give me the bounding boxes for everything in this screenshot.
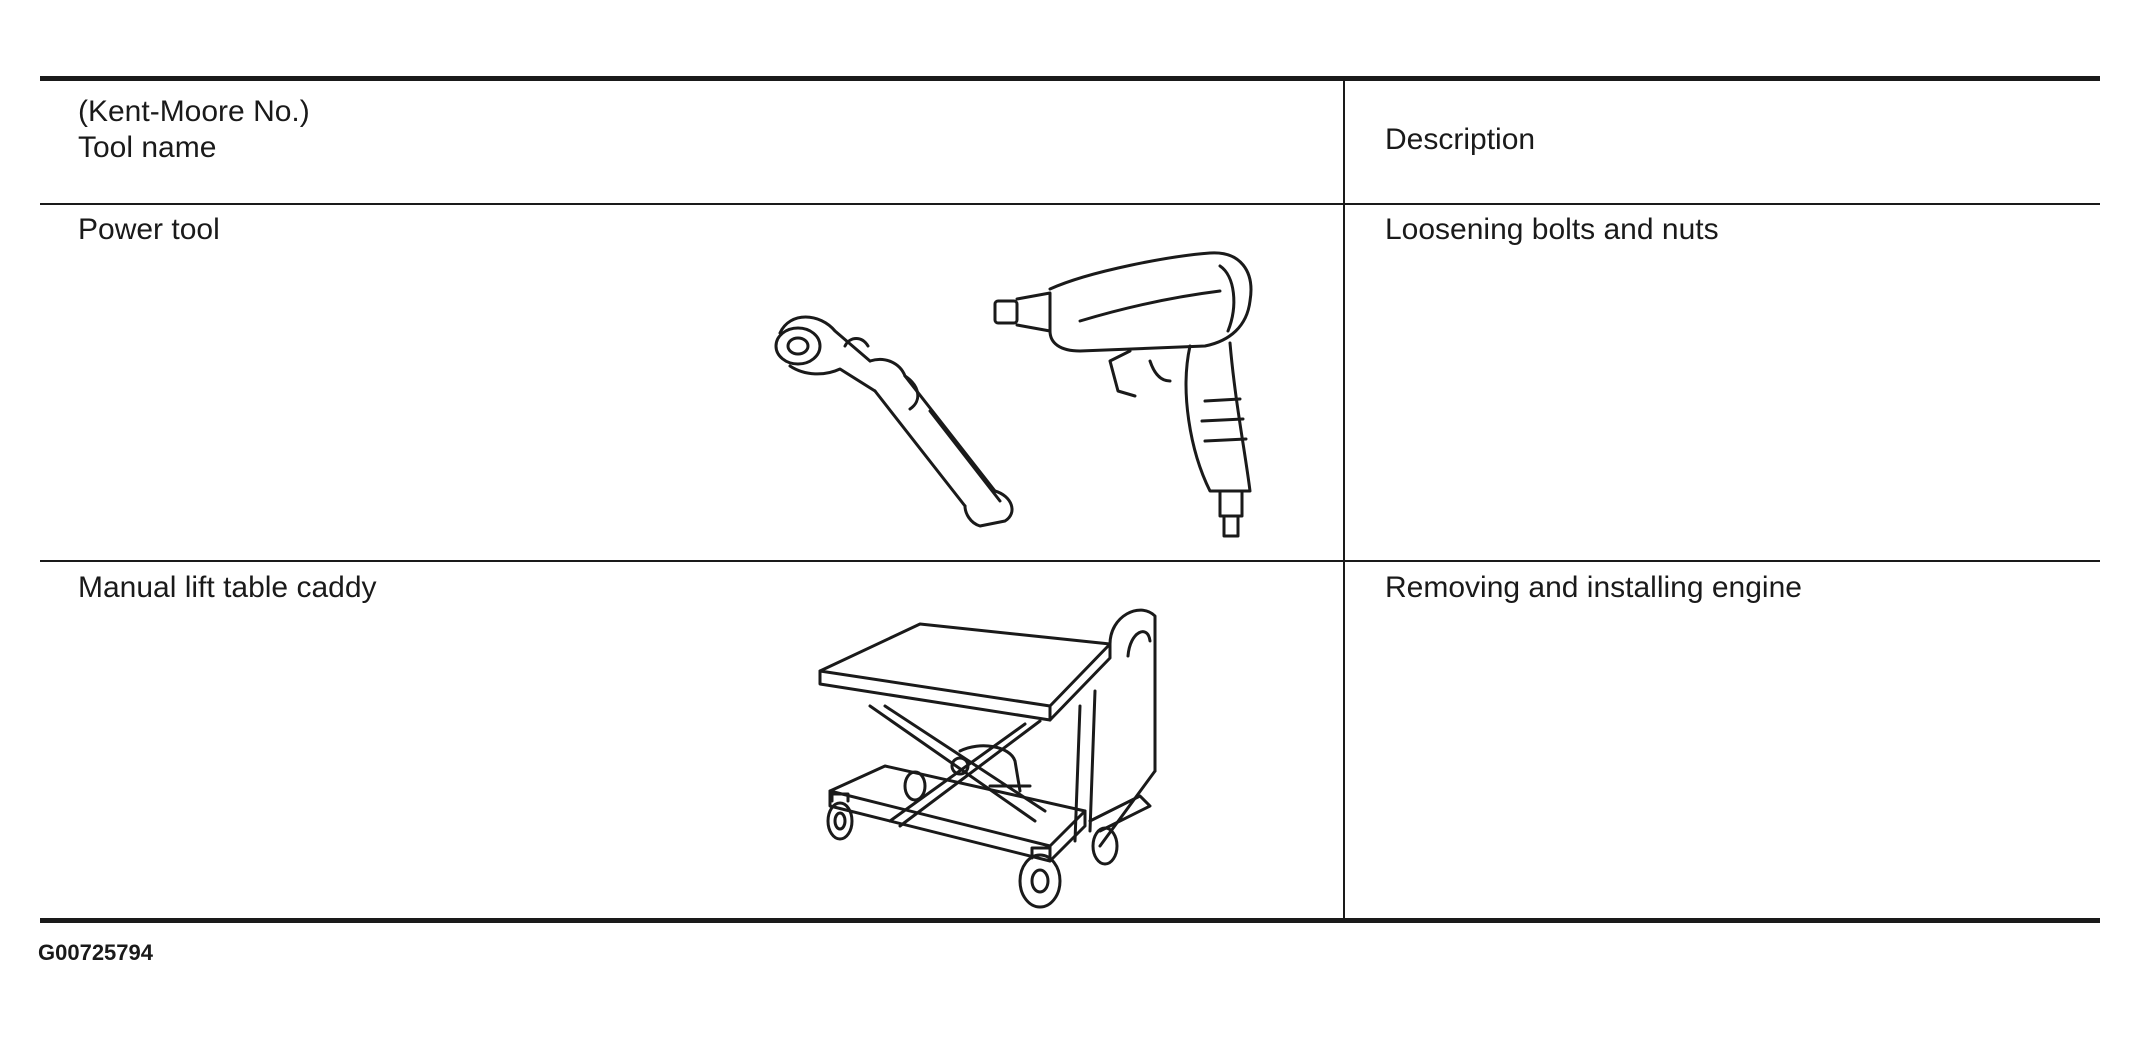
header-divider [40, 203, 2100, 205]
header-kent-moore-label: (Kent-Moore No.) [78, 95, 310, 128]
row-lift-caddy-name: Manual lift table caddy [78, 571, 377, 604]
header-tool-name: (Kent-Moore No.) Tool name [78, 94, 310, 166]
row-divider [40, 560, 2100, 562]
table-bottom-rule [40, 918, 2100, 923]
figure-code: G00725794 [38, 940, 153, 965]
header-tool-name-label: Tool name [78, 131, 217, 164]
header-description-label: Description [1385, 123, 1536, 156]
impact-wrench-icon [993, 251, 1253, 538]
row-power-tool-description: Loosening bolts and nuts [1385, 213, 1719, 246]
table-top-rule [40, 76, 2100, 81]
row-power-tool-name: Power tool [78, 213, 220, 246]
special-tools-table: (Kent-Moore No.) Tool name Description P… [40, 76, 2100, 923]
lift-table-caddy-illustration [818, 608, 1157, 909]
air-ratchet-icon [774, 315, 1014, 528]
row-lift-caddy-description: Removing and installing engine [1385, 571, 1802, 604]
lift-table-icon [818, 608, 1157, 909]
power-tool-illustration [774, 251, 1253, 538]
column-divider [1343, 79, 1345, 920]
